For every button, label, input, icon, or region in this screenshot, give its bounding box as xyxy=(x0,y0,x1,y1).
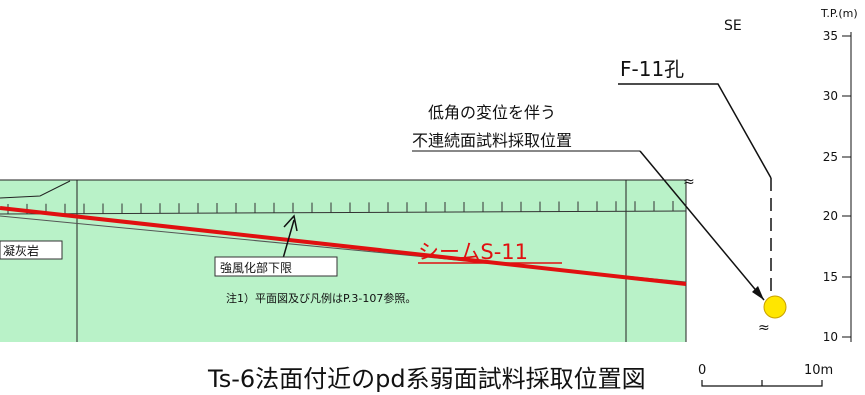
sample-point xyxy=(763,295,787,319)
rock-label-box xyxy=(0,240,63,260)
arrow-head xyxy=(283,214,298,232)
elevation-unit-label: T.P.(m) xyxy=(820,7,858,20)
seam-line xyxy=(0,206,687,286)
seam-label: シームS-11 xyxy=(418,240,528,264)
ground-fill xyxy=(0,180,686,342)
elevation-tick-30: 30 xyxy=(823,89,838,103)
annotation-arrow xyxy=(639,150,765,301)
annotation-arrowhead xyxy=(752,286,764,300)
surface-break-mark: ≈ xyxy=(683,174,695,190)
borehole-label: F-11孔 xyxy=(620,57,684,81)
annotation-line2: 不連続面試料採取位置 xyxy=(412,131,572,150)
direction-label: SE xyxy=(724,18,742,34)
scale-end: 10m xyxy=(804,363,833,378)
note-text: 注1）平面図及び凡例はP.3-107参照。 xyxy=(226,291,416,305)
elevation-tick-25: 25 xyxy=(823,150,838,164)
rock-label: 凝灰岩 xyxy=(3,243,39,258)
elevation-tick-35: 35 xyxy=(823,29,838,43)
bench-outline xyxy=(0,180,71,199)
elevation-tick-10: 10 xyxy=(823,330,838,344)
scale-start: 0 xyxy=(698,363,706,378)
annotation-line1: 低角の変位を伴う xyxy=(428,103,556,122)
weathered-limit-line xyxy=(0,210,687,215)
weathered-limit-label: 強風化部下限 xyxy=(220,260,292,275)
elevation-tick-15: 15 xyxy=(823,270,838,284)
weathered-limit-box xyxy=(214,256,338,277)
elevation-tick-20: 20 xyxy=(823,209,838,223)
elevation-axis: 35 30 25 20 15 10 xyxy=(823,29,851,344)
weathered-limit-ticks xyxy=(7,201,674,214)
weathered-limit-arrow xyxy=(281,219,295,263)
borehole-leader xyxy=(618,83,772,179)
diagram-title: Ts-6法面付近のpd系弱面試料採取位置図 xyxy=(207,365,646,393)
groundwater-mark: ≈ xyxy=(758,320,770,336)
